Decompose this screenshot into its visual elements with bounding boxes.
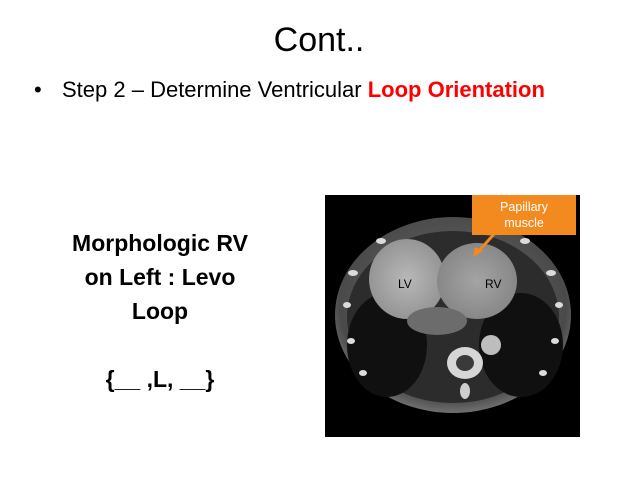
morphology-line-3: Loop	[131, 298, 189, 324]
callout-line-2: muscle	[504, 216, 544, 230]
aorta-shape	[481, 335, 501, 355]
ct-scan-image: LV RV	[325, 195, 580, 437]
ribs	[343, 238, 563, 376]
slide-title: Cont..	[273, 21, 365, 59]
lv-label: LV	[398, 277, 412, 291]
ct-scan-drawing	[325, 195, 580, 437]
right-ventricle-shape	[437, 243, 517, 319]
atria-shape	[407, 307, 467, 335]
morphology-line-1: Morphologic RV	[72, 230, 248, 256]
callout-arrow-head	[473, 247, 483, 257]
bullet-highlight: Loop Orientation	[367, 77, 545, 102]
rv-label: RV	[485, 277, 502, 291]
segmental-notation: {__ ,L, __}	[105, 366, 215, 392]
spinal-canal-shape	[456, 355, 474, 371]
bullet-prefix: Step 2 – Determine Ventricular	[62, 77, 368, 102]
callout-line-1: Papillary	[500, 200, 548, 214]
morphology-text: Morphologic RV on Left : Levo Loop	[40, 226, 280, 328]
bullet-marker: •	[34, 77, 42, 102]
bullet-text: Step 2 – Determine Ventricular Loop Orie…	[62, 74, 622, 106]
left-ventricle-shape	[369, 239, 445, 319]
papillary-muscle-callout: Papillary muscle	[472, 195, 576, 235]
spinous-process-shape	[460, 383, 470, 399]
morphology-line-2: on Left : Levo	[84, 264, 236, 290]
